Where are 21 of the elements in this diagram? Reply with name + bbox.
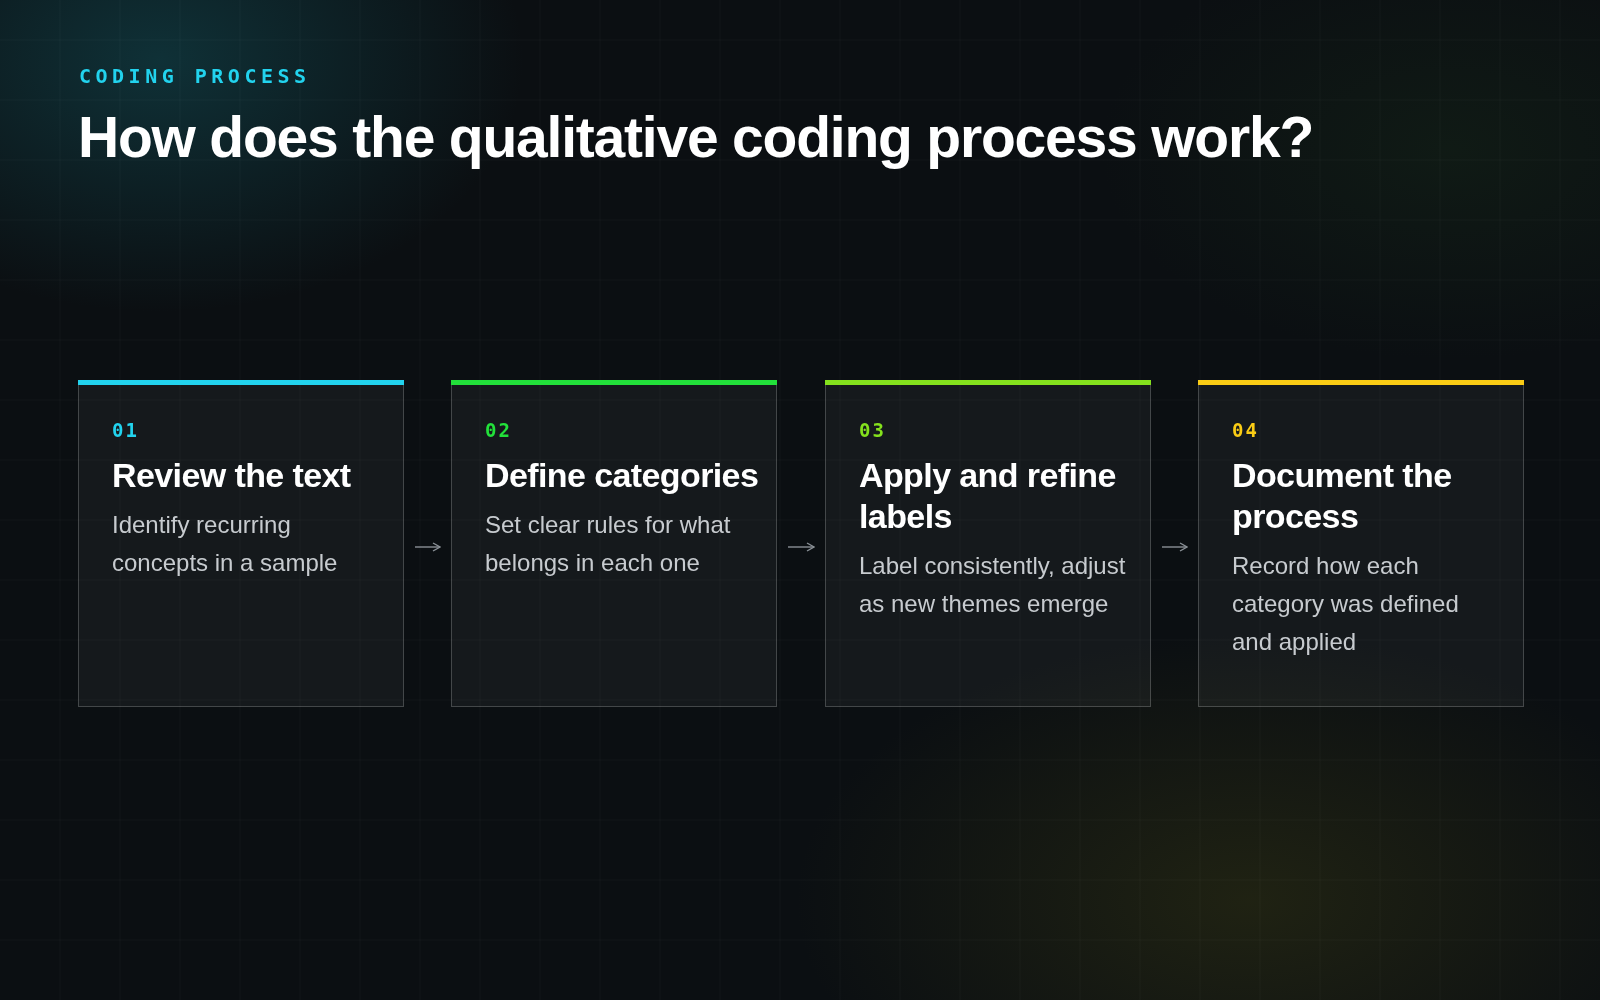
- step-title: Review the text: [112, 455, 352, 496]
- step-description: Label consistently, adjust as new themes emerge: [859, 551, 1127, 619]
- arrow: [414, 542, 441, 552]
- step-title: Define categories: [485, 455, 760, 496]
- step-number: 04: [1232, 419, 1259, 441]
- arrow: [787, 542, 815, 552]
- step-title: Apply and refine labels: [859, 455, 1117, 537]
- step-title: Document the process: [1232, 455, 1453, 537]
- step-number: 03: [859, 419, 886, 441]
- step-description: Record how each category was defined and applied: [1232, 551, 1460, 657]
- step-card: [78, 380, 404, 707]
- step-number: 02: [485, 419, 512, 441]
- step-card: [1198, 380, 1524, 707]
- step-description: Set clear rules for what belongs in each one: [485, 510, 732, 578]
- step-description: Identify recurring concepts in a sample: [112, 510, 339, 578]
- step-card: [825, 380, 1151, 707]
- section-label: CODING PROCESS: [79, 64, 311, 88]
- step-card: [451, 380, 777, 707]
- arrow: [1161, 542, 1188, 552]
- step-number: 01: [112, 419, 139, 441]
- title: How does the qualitative coding process work?: [78, 104, 1314, 170]
